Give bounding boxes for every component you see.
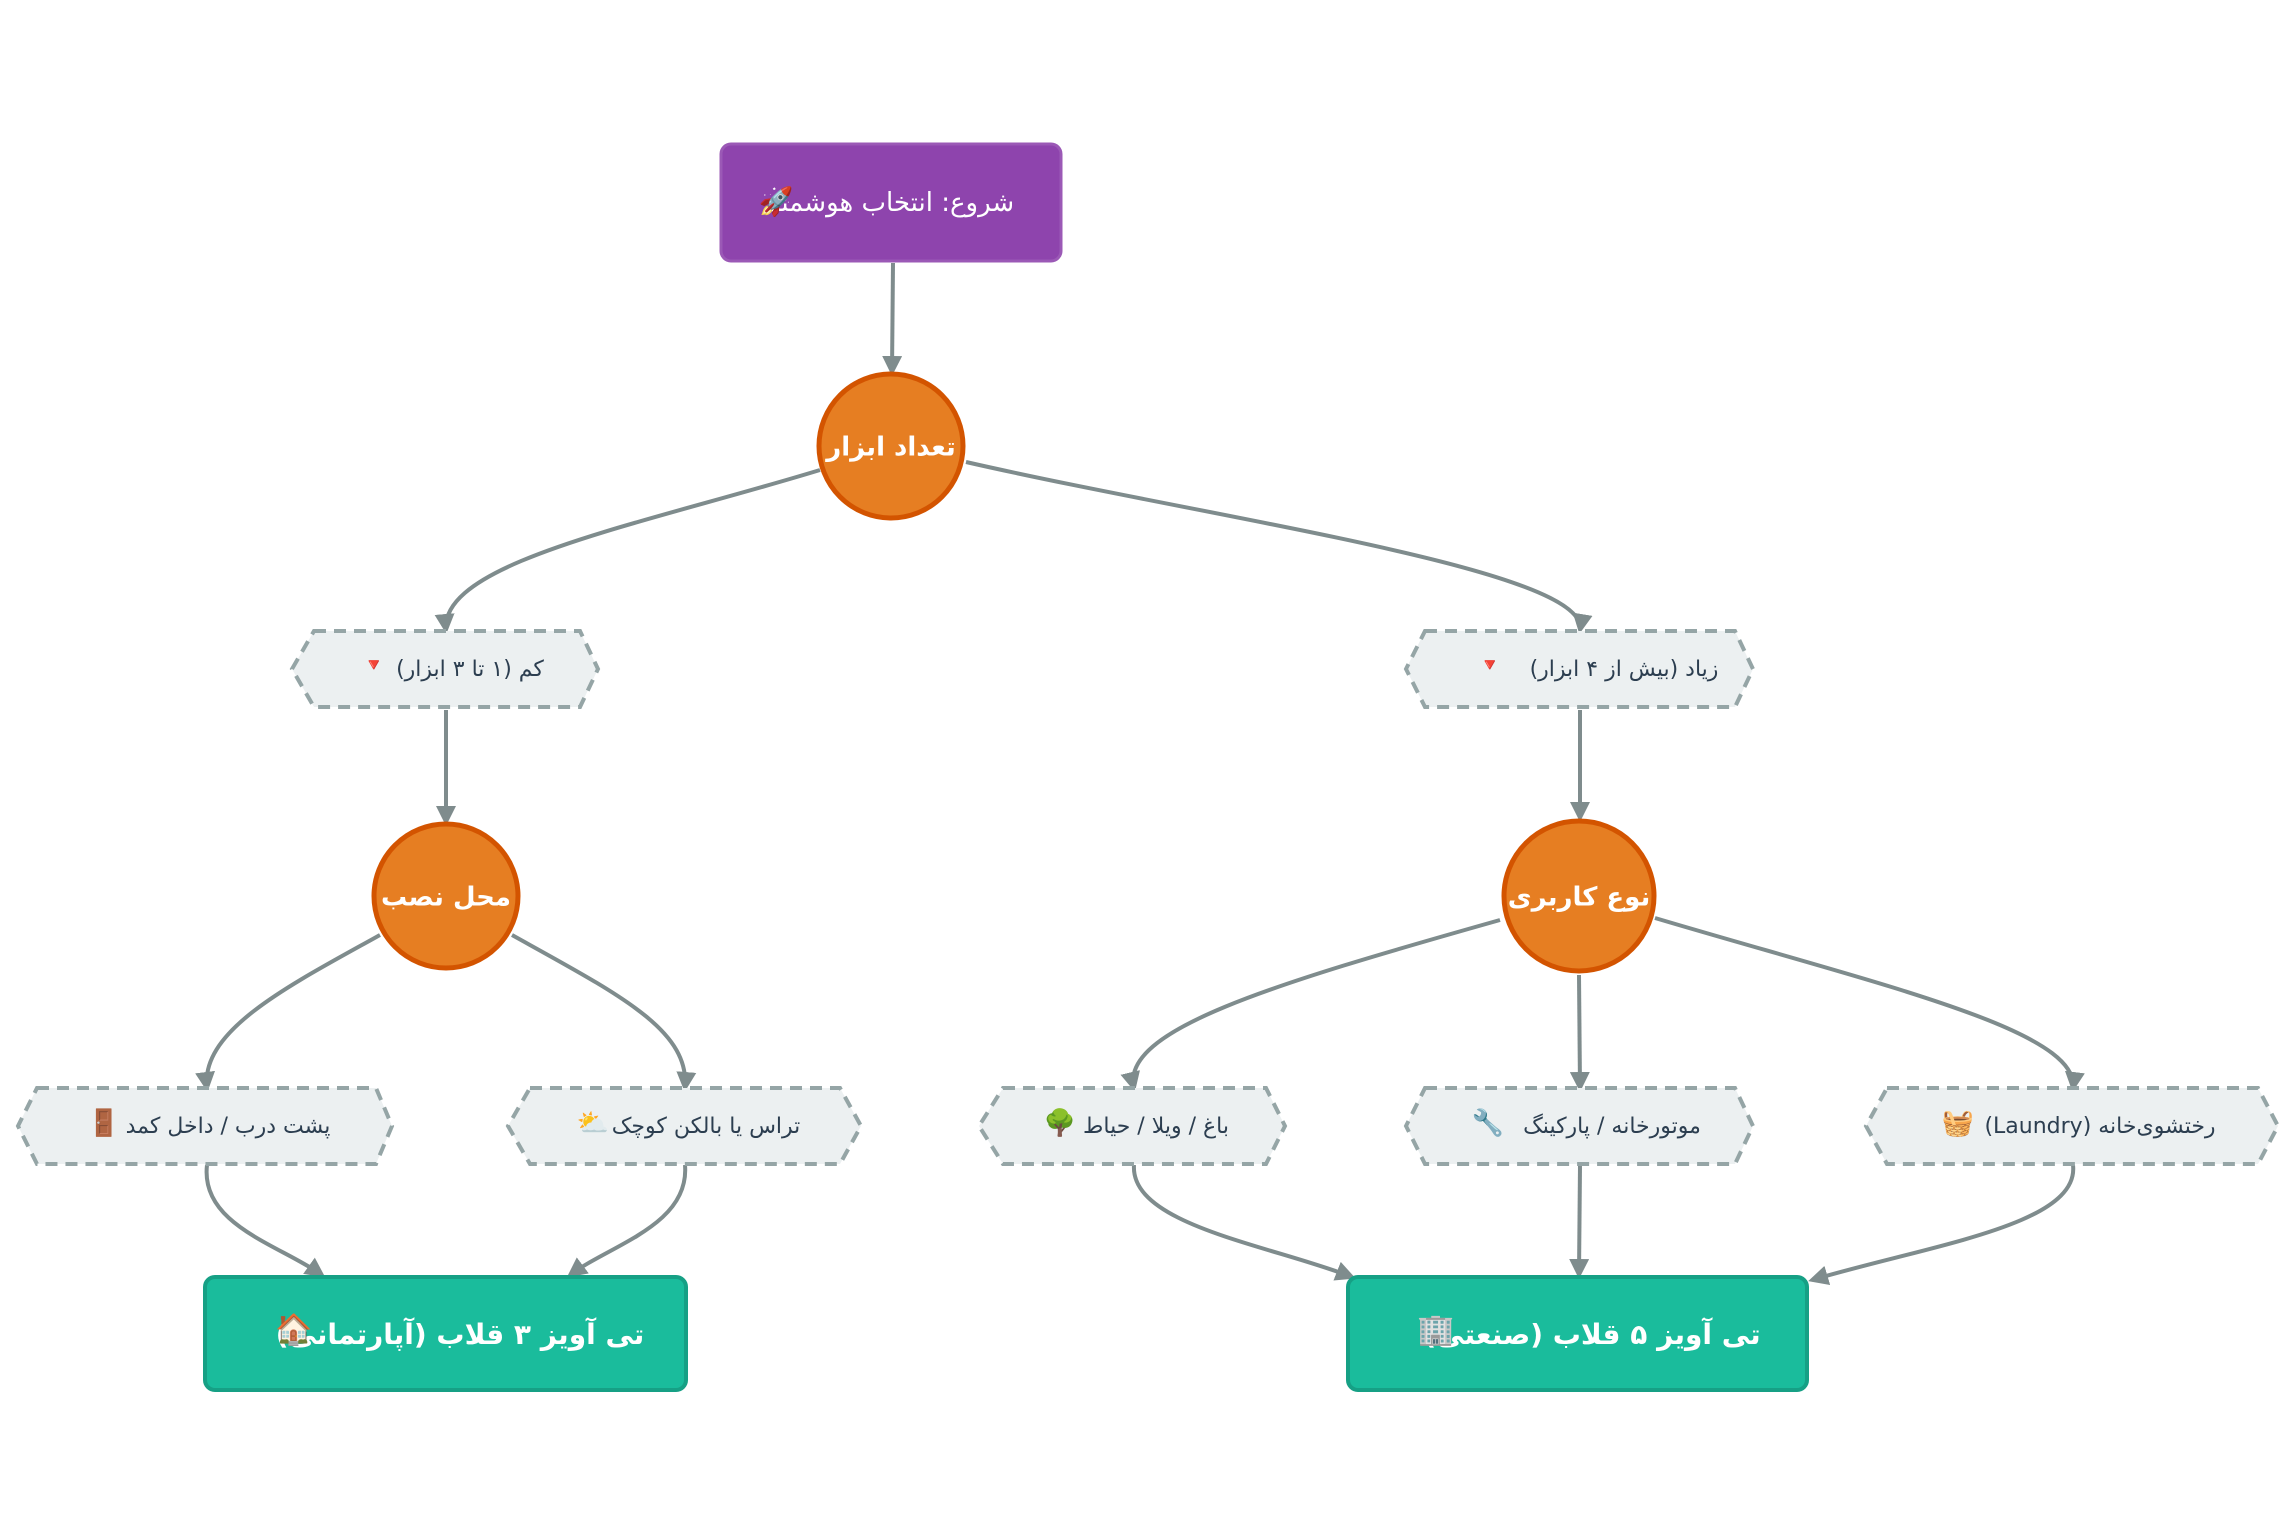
option-few[interactable]: کم (۱ تا ۳ ابزار) 🔻 xyxy=(289,629,601,709)
red-triangle-down-icon: 🔻 xyxy=(363,655,385,676)
edge-tool-count-to-few xyxy=(434,468,821,634)
result-5-hooks-box xyxy=(1346,1275,1809,1392)
install-place-text: محل نصب xyxy=(381,883,511,913)
option-laundry[interactable]: رختشوی‌خانه (Laundry) 🧺 xyxy=(1863,1086,2281,1166)
result-5-hooks[interactable]: تی آویز ۵ قلاب (صنعتی) 🏢 xyxy=(1346,1275,1809,1392)
start-node[interactable]: شروع: انتخاب هوشمند 🚀 xyxy=(719,142,1063,263)
edge-garden-to-result-5 xyxy=(1131,1164,1356,1281)
install-place-decision[interactable]: محل نصب xyxy=(371,821,521,971)
option-few-text: کم (۱ تا ۳ ابزار) xyxy=(396,657,544,682)
usage-type-decision[interactable]: نوع کاربری xyxy=(1501,818,1657,974)
start-node-box xyxy=(719,142,1063,263)
option-garden[interactable]: باغ / ویلا / حیاط 🌳 xyxy=(976,1086,1288,1166)
edge-laundry-to-result-5 xyxy=(1808,1164,2076,1286)
usage-type-text: نوع کاربری xyxy=(1508,883,1651,913)
door-icon: 🚪 xyxy=(88,1108,120,1139)
edges xyxy=(195,262,2085,1286)
edge-usage-type-to-garage xyxy=(1569,974,1590,1092)
office-building-icon: 🏢 xyxy=(1417,1313,1454,1348)
usage-type-circle xyxy=(1501,818,1657,974)
edge-install-place-to-behind-door xyxy=(195,933,381,1092)
result-5-hooks-text: تی آویز ۵ قلاب (صنعتی) xyxy=(1423,1317,1760,1351)
edge-usage-type-to-laundry xyxy=(1654,916,2085,1092)
red-triangle-down-icon: 🔻 xyxy=(1479,655,1501,676)
rocket-icon: 🚀 xyxy=(759,185,794,218)
install-place-circle xyxy=(371,821,521,971)
option-behind-door-shape xyxy=(15,1086,395,1166)
option-many-text: زیاد (بیش از ۴ ابزار) xyxy=(1530,657,1719,682)
option-many-shape xyxy=(1403,629,1756,709)
option-garden-text: باغ / ویلا / حیاط xyxy=(1083,1114,1229,1139)
tool-count-text: تعداد ابزار xyxy=(824,433,956,463)
option-garage-text: موتورخانه / پارکینگ xyxy=(1523,1113,1701,1139)
basket-icon: 🧺 xyxy=(1942,1109,1974,1139)
option-garage[interactable]: موتورخانه / پارکینگ 🔧 xyxy=(1403,1086,1756,1166)
edge-terrace-to-result-3 xyxy=(566,1164,688,1278)
tree-icon: 🌳 xyxy=(1044,1107,1076,1139)
edge-usage-type-to-garden xyxy=(1120,918,1501,1092)
tool-count-decision[interactable]: تعداد ابزار xyxy=(816,371,966,521)
result-3-hooks-box xyxy=(203,1275,688,1392)
wrench-icon: 🔧 xyxy=(1472,1107,1504,1139)
edge-start-to-tool-count xyxy=(882,262,903,376)
start-node-text: شروع: انتخاب هوشمند xyxy=(768,188,1014,218)
edge-tool-count-to-many xyxy=(965,460,1593,634)
option-laundry-text: رختشوی‌خانه (Laundry) xyxy=(1984,1114,2215,1139)
edge-garage-to-result-5 xyxy=(1569,1164,1590,1279)
option-terrace-text: تراس یا بالکن کوچک xyxy=(612,1114,801,1139)
option-behind-door-text: پشت درب / داخل کمد xyxy=(126,1114,331,1139)
option-garden-shape xyxy=(976,1086,1288,1166)
option-few-shape xyxy=(289,629,601,709)
result-3-hooks[interactable]: تی آویز ۳ قلاب (آپارتمانی) 🏠 xyxy=(203,1275,688,1392)
option-terrace[interactable]: تراس یا بالکن کوچک ⛅ xyxy=(505,1086,864,1166)
option-behind-door[interactable]: پشت درب / داخل کمد 🚪 xyxy=(15,1086,395,1166)
option-terrace-shape xyxy=(505,1086,864,1166)
edge-install-place-to-terrace xyxy=(511,933,697,1092)
house-icon: 🏠 xyxy=(275,1313,312,1348)
sun-behind-cloud-icon: ⛅ xyxy=(577,1109,609,1139)
option-laundry-shape xyxy=(1863,1086,2281,1166)
result-3-hooks-text: تی آویز ۳ قلاب (آپارتمانی) xyxy=(276,1317,645,1351)
edge-behind-door-to-result-3 xyxy=(204,1164,326,1278)
tool-count-circle xyxy=(816,371,966,521)
option-garage-shape xyxy=(1403,1086,1756,1166)
option-many[interactable]: زیاد (بیش از ۴ ابزار) 🔻 xyxy=(1403,629,1756,709)
